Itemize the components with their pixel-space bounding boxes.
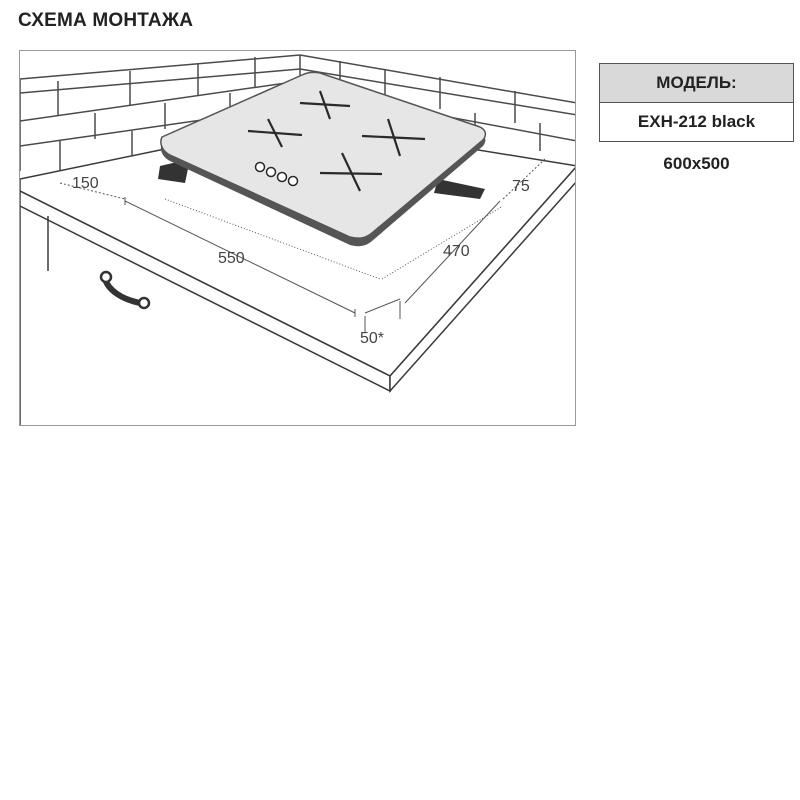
installation-diagram: 150 550 470 75 50* xyxy=(19,50,576,426)
control-knobs xyxy=(254,161,299,187)
knob-circle-icon xyxy=(265,166,277,178)
cabinet-handle-icon xyxy=(99,270,151,310)
installation-diagram-svg: 150 550 470 75 50* xyxy=(20,54,575,425)
dim-label-550: 550 xyxy=(218,250,245,267)
cross-burner-icon xyxy=(299,90,351,120)
wall-tiles xyxy=(20,54,575,171)
cross-burner-icon xyxy=(361,118,426,157)
knob-circle-icon xyxy=(276,171,288,183)
knob-circle-icon xyxy=(254,161,266,173)
dim-label-150: 150 xyxy=(72,175,99,192)
burners xyxy=(247,90,426,192)
dim-label-470: 470 xyxy=(443,243,470,260)
page-title: СХЕМА МОНТАЖА xyxy=(18,10,194,31)
model-size: 600x500 xyxy=(663,154,730,173)
knob-circle-icon xyxy=(287,175,299,187)
cross-burner-icon xyxy=(247,118,303,148)
hob xyxy=(160,71,487,247)
dimension-lines xyxy=(59,158,546,333)
model-header: МОДЕЛЬ: xyxy=(600,64,793,103)
model-name: EXH-212 black xyxy=(600,103,793,141)
dim-label-75: 75 xyxy=(512,178,530,195)
cabinet xyxy=(20,206,49,425)
model-table: МОДЕЛЬ: EXH-212 black xyxy=(599,63,794,142)
dimension-labels: 150 550 470 75 50* xyxy=(72,175,530,347)
dim-label-50: 50* xyxy=(360,330,384,347)
cross-burner-icon xyxy=(319,152,383,192)
